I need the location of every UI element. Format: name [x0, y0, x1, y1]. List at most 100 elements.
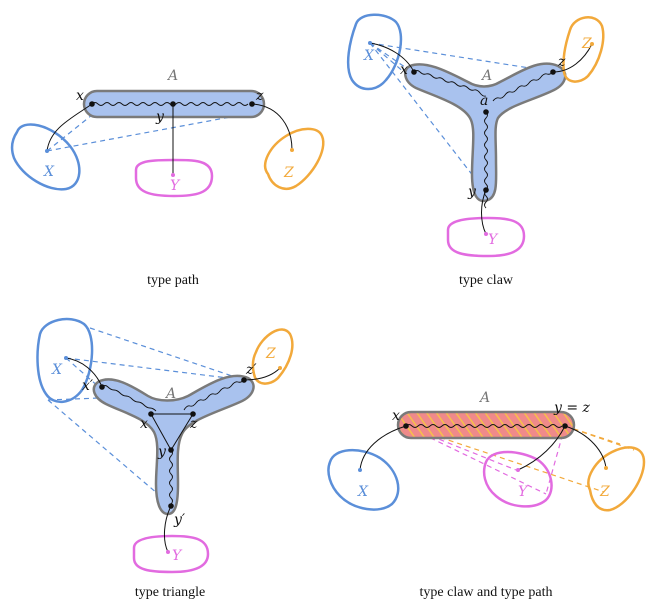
set-y [482, 450, 553, 508]
vertex-y [168, 447, 174, 453]
vertex-x-prime [99, 384, 105, 390]
connector-x [359, 425, 407, 471]
set-label-x: X [51, 362, 63, 378]
wavy-path [101, 385, 157, 412]
region-label: A [166, 68, 178, 84]
vertex-label-z: z [557, 54, 566, 70]
panel-type-claw: A x z a y X Z Y type claw [346, 13, 605, 288]
vertex-label-x: x [76, 88, 84, 104]
vertex-x [89, 101, 95, 107]
set-label-y: Y [172, 548, 183, 564]
vertex-label-x-prime: x′ [82, 378, 94, 394]
point-in-z [290, 148, 294, 152]
panel-type-claw-and-path: A x y = z X Y Z type claw and type path [327, 390, 646, 600]
set-z [562, 16, 605, 83]
vertex-z [249, 101, 255, 107]
connector-x [46, 103, 93, 152]
region-a [403, 62, 567, 203]
point-in-x [45, 149, 49, 153]
vertex-label-y-prime: y′ [173, 512, 186, 528]
caption: type triangle [135, 585, 205, 600]
set-x [346, 13, 403, 91]
region-label: A [164, 386, 176, 402]
connector-z [243, 367, 281, 381]
vertex-label-y: y [467, 184, 477, 200]
vertex-label-y: y [157, 444, 167, 460]
wavy-path [413, 70, 487, 97]
panel-type-path: A x y z X Y Z type path [10, 68, 325, 288]
set-label-y: Y [170, 178, 181, 194]
set-x [327, 449, 400, 511]
region-label: A [480, 68, 492, 84]
point-in-y [166, 550, 170, 554]
vertex-a [483, 109, 489, 115]
dashed-line [89, 327, 245, 381]
set-label-z: Z [599, 484, 610, 500]
panel-type-triangle: A x′ z′ x z y y′ X Z Y type triangle [36, 317, 294, 600]
connector-y [517, 425, 566, 471]
dashed-line-orange [405, 425, 605, 493]
dashed-line [369, 42, 485, 191]
point-in-z [590, 42, 594, 46]
vertex-z [550, 69, 556, 75]
vertex-label-x: x [392, 408, 400, 424]
vertex-y [483, 187, 489, 193]
set-y [134, 158, 214, 198]
vertex-z [190, 411, 196, 417]
point-in-z [604, 466, 608, 470]
set-z [251, 328, 294, 385]
point-in-z [278, 366, 282, 370]
vertex-x [403, 423, 409, 429]
point-in-x [358, 468, 362, 472]
set-y [446, 216, 526, 258]
wavy-path [183, 379, 245, 411]
caption: type claw and type path [420, 585, 553, 600]
connector-y [481, 189, 487, 235]
vertex-x [411, 69, 417, 75]
vertex-label-x: x [400, 62, 408, 78]
set-label-x: X [43, 164, 55, 180]
set-z [587, 446, 646, 512]
set-label-y: Y [488, 232, 499, 248]
vertex-label-x: x [140, 416, 148, 432]
vertex-y [170, 101, 176, 107]
dashed-line [46, 112, 253, 152]
set-label-z: Z [283, 165, 294, 181]
region-a [396, 410, 576, 440]
connector-z [564, 425, 607, 469]
set-label-x: X [363, 48, 375, 64]
set-label-x: X [357, 484, 369, 500]
set-y [132, 534, 210, 574]
dashed-line [65, 357, 245, 381]
vertex-label-z: z [255, 88, 264, 104]
connector-z [251, 103, 293, 151]
point-in-y [171, 173, 175, 177]
set-x [36, 317, 94, 403]
region-label: A [478, 390, 490, 406]
connector-x [369, 42, 415, 73]
set-label-z: Z [265, 346, 276, 362]
wavy-path [169, 449, 173, 505]
dashed-line-orange [564, 425, 635, 451]
set-label-z: Z [581, 36, 592, 52]
vertex-label-y-eq-z: y = z [553, 400, 591, 416]
point-in-x [64, 356, 68, 360]
set-z [263, 127, 325, 191]
dashed-line [65, 357, 101, 389]
dashed-line [47, 399, 173, 507]
connector-z [552, 43, 593, 73]
vertex-y-eq-z [562, 423, 568, 429]
vertex-label-z-prime: z′ [245, 362, 257, 378]
dashed-line-magenta [405, 425, 547, 495]
vertex-label-a: a [480, 93, 488, 109]
triangle-xyz [150, 413, 194, 451]
point-in-y [516, 468, 520, 472]
wavy-path [91, 102, 249, 106]
wavy-path [405, 424, 563, 428]
vertex-y-prime [168, 503, 174, 509]
vertex-x [148, 411, 154, 417]
vertex-label-y: y [155, 109, 165, 125]
set-label-y: Y [518, 484, 529, 500]
caption: type path [147, 273, 199, 288]
